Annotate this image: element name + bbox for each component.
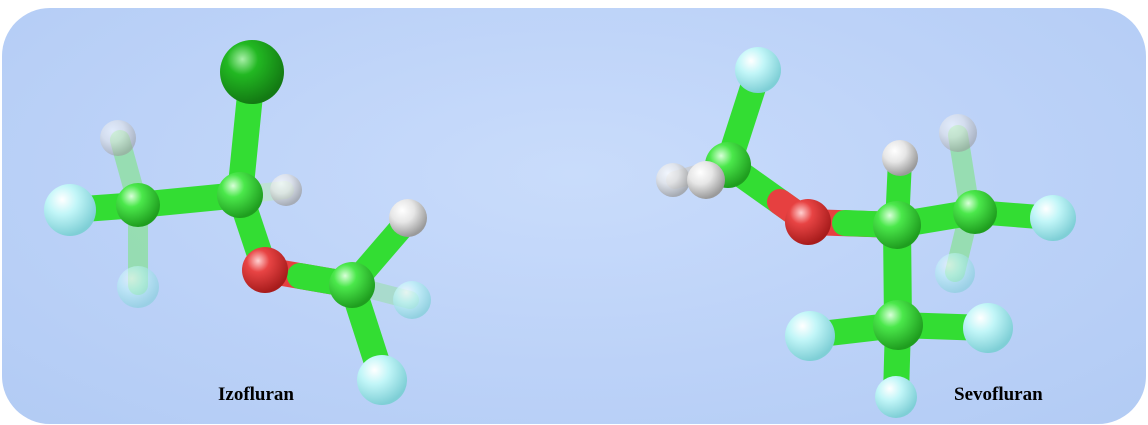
izofluran-molecule [44, 40, 431, 405]
f-atom [44, 184, 96, 236]
h-atom [100, 120, 136, 156]
h-atom [687, 161, 725, 199]
f-atom [735, 47, 781, 93]
c-atom [873, 300, 923, 350]
o-atom [242, 247, 288, 293]
c-atom [116, 183, 160, 227]
molecule-label-izofluran: Izofluran [218, 384, 294, 405]
h-atom [270, 174, 302, 206]
c-atom [217, 172, 263, 218]
c-atom [873, 201, 921, 249]
molecule-label-sevofluran: Sevofluran [954, 384, 1043, 405]
o-atom [785, 199, 831, 245]
atoms [656, 47, 1076, 418]
f-atom [117, 266, 159, 308]
atoms [44, 40, 431, 405]
cl-atom [220, 40, 284, 104]
f-atom [1030, 195, 1076, 241]
h-atom [882, 140, 918, 176]
h-atom [939, 114, 977, 152]
h-atom [389, 199, 427, 237]
f-atom [875, 376, 917, 418]
f-atom [963, 303, 1013, 353]
f-atom [357, 355, 407, 405]
h-atom [656, 163, 690, 197]
sevofluran-molecule [656, 47, 1076, 418]
c-atom [953, 190, 997, 234]
f-atom [935, 253, 975, 293]
f-atom [393, 281, 431, 319]
f-atom [785, 311, 835, 361]
c-atom [329, 262, 375, 308]
